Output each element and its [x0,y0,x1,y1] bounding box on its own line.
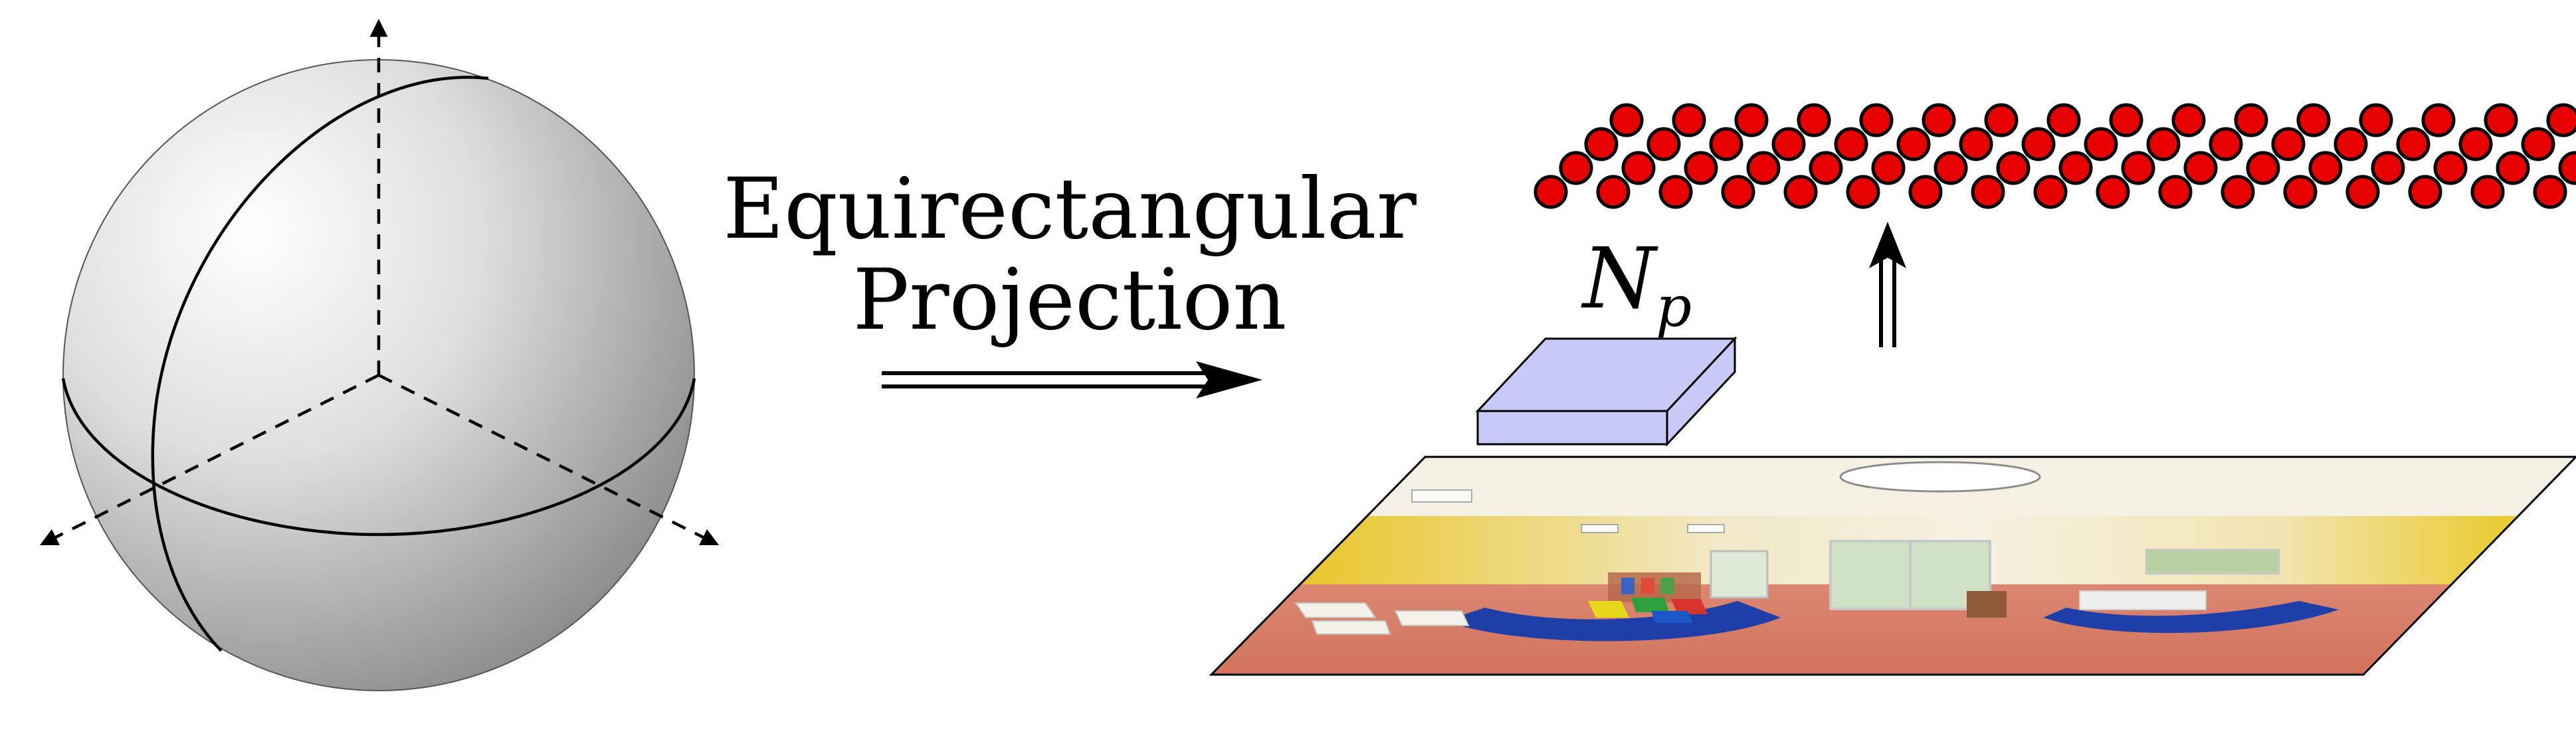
token-circle [1746,151,1781,185]
token-circle [2121,151,2155,185]
patch-side-face [1666,336,1736,447]
token-circle [1859,103,1894,137]
token-circle [2046,103,2081,137]
token-circle [1646,127,1681,161]
token-circle [1797,103,1831,137]
projection-label-line2: Projection [852,251,1286,349]
meridian-line [151,76,489,652]
token-circle [1896,127,1931,161]
token-circle [2496,151,2530,185]
token-circle [2209,127,2243,161]
token-circle [2283,175,2318,209]
token-circle [1771,127,1806,161]
panorama-image-icon [1209,456,2576,676]
token-circle [1534,175,1568,209]
token-circle [2109,103,2143,137]
token-circle [2021,127,2056,161]
token-circle [2408,175,2442,209]
double-arrow-right-icon [882,361,1262,398]
token-circle [1709,127,1743,161]
token-circle [2421,103,2456,137]
patch-box-icon [1475,336,1737,447]
token-circle [2158,175,2193,209]
token-circle [2308,151,2343,185]
token-circle [1846,175,1880,209]
token-circle [2396,127,2430,161]
token-circle [2558,151,2576,185]
token-circle [1996,151,2031,185]
token-circle [2033,175,2068,209]
token-circle [1672,103,1706,137]
patch-count-symbol: N [1581,230,1658,327]
token-circle [1922,103,1956,137]
token-circle [2433,151,2468,185]
token-circle [1658,175,1693,209]
token-circle [1834,127,1868,161]
token-circle [1621,151,1656,185]
token-grid [1534,103,2576,209]
token-circle [2246,151,2280,185]
double-arrow-up-icon [1869,222,1906,347]
token-circle [2359,103,2393,137]
token-circle [1609,103,1644,137]
patch-front-face [1476,410,1668,446]
token-circle [1933,151,1968,185]
token-circle [1596,175,1631,209]
token-circle [1809,151,1843,185]
panorama-frame [1209,456,2576,676]
token-circle [1734,103,1769,137]
token-circle [2546,103,2576,137]
token-circle [2234,103,2268,137]
token-circle [1684,151,1718,185]
token-circle [2371,151,2405,185]
token-circle [2533,175,2567,209]
token-circle [2183,151,2218,185]
token-circle [1959,127,1993,161]
token-circle [2333,127,2368,161]
token-circle [2084,127,2118,161]
patch-count-label: Np [1581,230,1692,339]
token-circle [1559,151,1593,185]
token-circle [2296,103,2331,137]
token-circle [2271,127,2306,161]
patch-count-subscript: p [1656,274,1692,339]
token-circle [2221,175,2255,209]
token-circle [1871,151,1906,185]
token-circle [1584,127,1619,161]
token-circle [2470,175,2505,209]
equator-line [61,378,696,537]
token-circle [1971,175,2005,209]
token-circle [1721,175,1755,209]
token-circle [2484,103,2518,137]
token-circle [2096,175,2130,209]
token-circle [1783,175,1818,209]
axis-left [39,373,380,546]
axis-right [377,373,720,546]
sphere-icon [39,19,720,691]
token-circle [2171,103,2206,137]
token-circle [2345,175,2380,209]
token-circle [2146,127,2181,161]
token-circle [2058,151,2093,185]
projection-label-line1: Equirectangular [723,160,1417,258]
token-circle [2521,127,2555,161]
token-circle [1984,103,2019,137]
token-circle [1908,175,1943,209]
token-circle [2458,127,2493,161]
